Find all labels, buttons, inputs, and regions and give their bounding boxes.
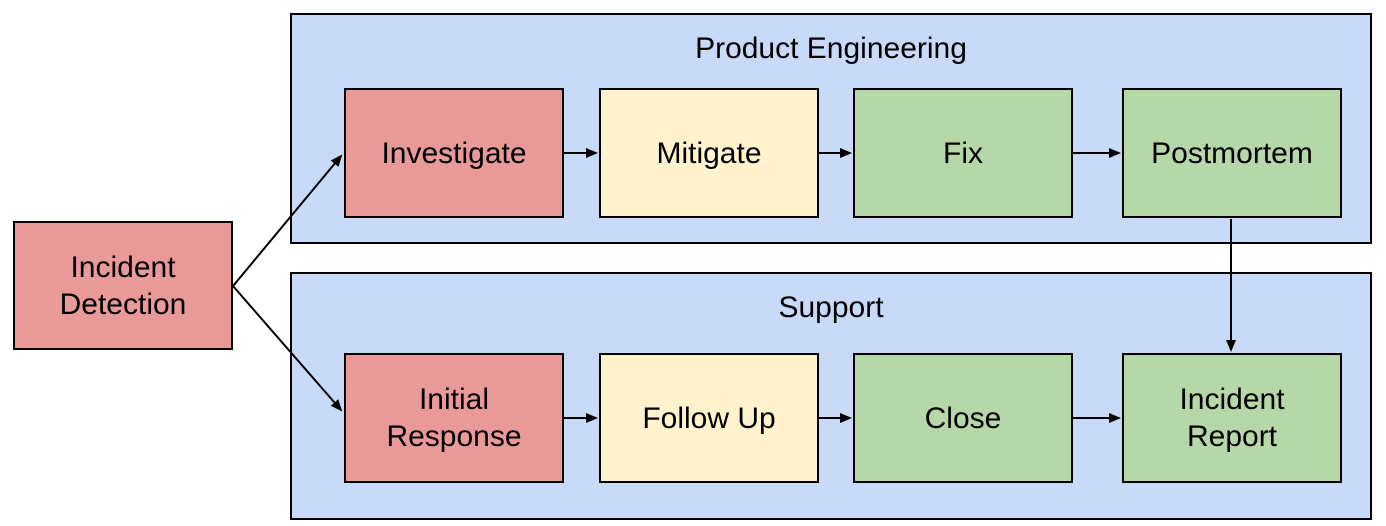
- node-follow-up: Follow Up: [599, 353, 819, 483]
- node-initial-response: Initial Response: [344, 353, 564, 483]
- lane-product-engineering: Product Engineering Investigate Mitigate…: [290, 13, 1372, 244]
- lane-title-product-engineering: Product Engineering: [695, 32, 967, 65]
- node-incident-detection: Incident Detection: [13, 221, 233, 350]
- lane-support: Support Initial Response Follow Up Close…: [290, 272, 1372, 520]
- node-postmortem: Postmortem: [1122, 88, 1342, 218]
- node-investigate: Investigate: [344, 88, 564, 218]
- node-close: Close: [853, 353, 1073, 483]
- node-mitigate: Mitigate: [599, 88, 819, 218]
- node-incident-report: Incident Report: [1122, 353, 1342, 483]
- node-fix: Fix: [853, 88, 1073, 218]
- lane-title-support: Support: [778, 291, 884, 324]
